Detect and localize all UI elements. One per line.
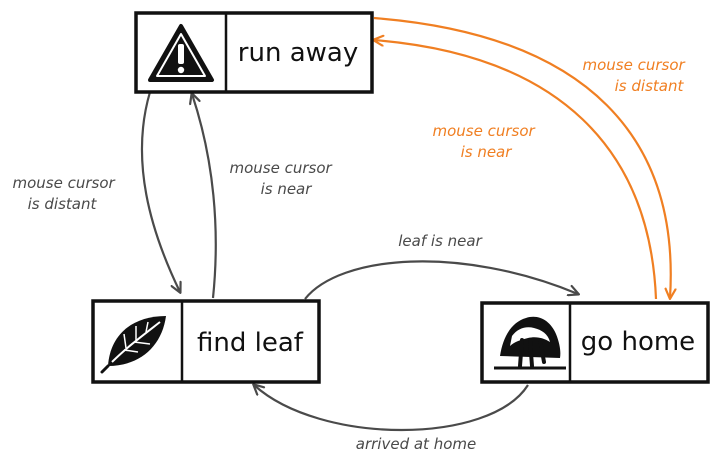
state-label-go-home: go home [581,327,695,357]
edge-home-to-find [254,385,529,431]
state-box-find-leaf [91,299,321,384]
leaf-icon [100,316,166,374]
state-run-away: run away [134,11,374,94]
edge-label-home-to-find: arrived at home [356,435,476,453]
state-label-run-away: run away [238,38,358,68]
edge-label-home-to-run: mouse cursor is near [433,122,540,161]
state-go-home: go home [480,301,710,384]
edge-home-to-run [374,40,658,300]
edge-find-to-run [192,94,217,299]
home-hole-icon [494,316,566,370]
edge-label-find-to-home: leaf is near [398,232,482,250]
edge-label-find-to-run: mouse cursor is near [230,159,337,198]
warning-icon [148,24,214,82]
state-label-find-leaf: find leaf [197,328,304,358]
edge-run-to-home [373,16,671,298]
edge-label-run-to-home: mouse cursor is distant [583,56,690,95]
edge-run-to-find [140,91,180,292]
state-find-leaf: find leaf [91,299,321,384]
edge-label-run-to-find: mouse cursor is distant [13,174,120,213]
edge-find-to-home [304,260,578,300]
